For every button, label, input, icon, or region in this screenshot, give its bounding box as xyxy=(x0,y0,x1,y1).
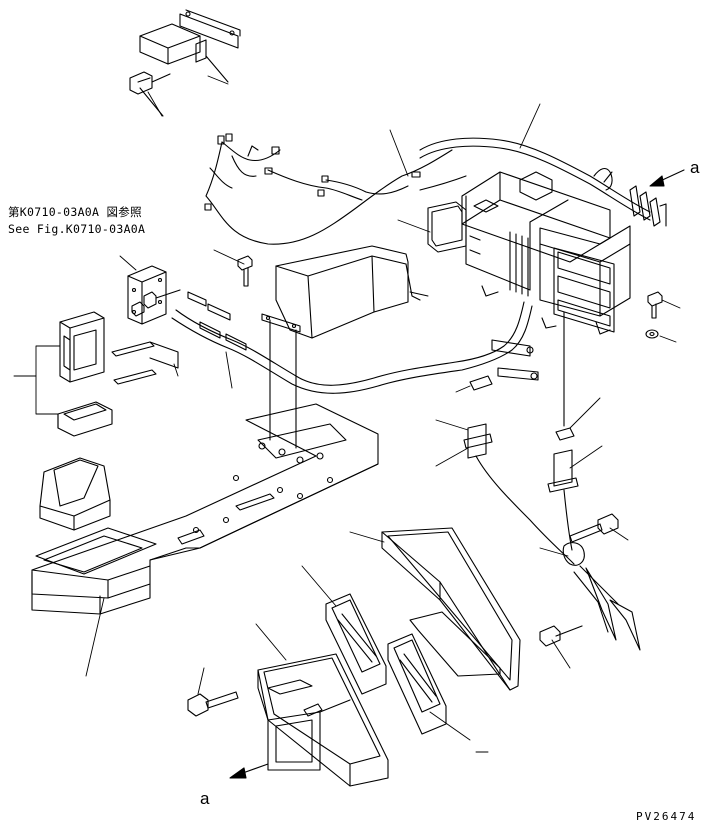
wiring-harness-part xyxy=(205,134,466,244)
duct-outlet-part xyxy=(428,202,466,252)
view-arrow-bottom-icon xyxy=(230,764,268,778)
drain-valve-part xyxy=(464,376,640,650)
heater-hose-harness-part xyxy=(420,138,666,226)
floor-plate-part xyxy=(32,404,378,614)
reference-note-japanese: 第K0710-03A0A 図参照 xyxy=(8,205,142,219)
mounting-lines xyxy=(270,312,564,448)
filter-panel-part xyxy=(326,528,520,734)
water-hose-part xyxy=(172,292,538,393)
resistor-bracket-part xyxy=(130,10,240,116)
reference-note-english: See Fig.K0710-03A0A xyxy=(8,222,146,236)
bolt-part xyxy=(188,256,662,716)
valve-bracket-part xyxy=(128,266,180,324)
view-marker-bottom: a xyxy=(200,789,210,808)
leader-lines xyxy=(14,76,680,752)
drawing-number: PV26474 xyxy=(636,810,697,823)
air-duct-cover-part xyxy=(262,246,420,338)
vent-duct-part xyxy=(40,312,112,530)
view-arrow-top-icon xyxy=(650,170,684,186)
duct-rod-part xyxy=(112,342,178,384)
lower-duct-part xyxy=(258,654,388,786)
heater-unit-part xyxy=(462,172,630,334)
view-marker-top: a xyxy=(690,158,700,177)
